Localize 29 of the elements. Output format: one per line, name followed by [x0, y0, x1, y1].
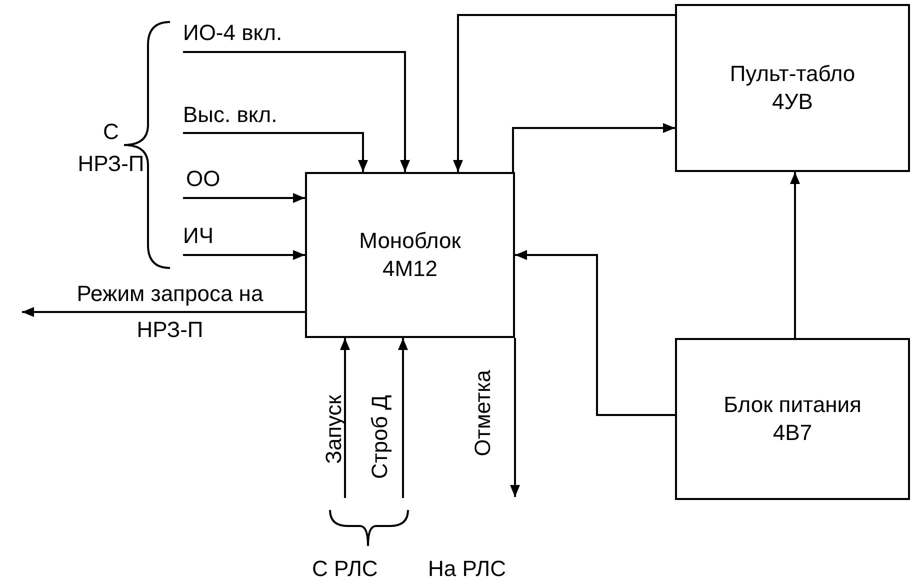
arrow	[22, 307, 305, 317]
signal-label: Строб Д	[367, 395, 393, 480]
signal-label: Выс. вкл.	[183, 102, 278, 128]
arrow	[398, 338, 408, 498]
arrow	[340, 338, 350, 498]
arrow	[510, 338, 520, 497]
unit-label: Моноблок 4М12	[358, 227, 462, 283]
unit-box	[305, 172, 515, 338]
signal-label: Отметка	[470, 370, 496, 456]
signal-label: Запуск	[321, 395, 347, 464]
unit-box	[675, 4, 910, 172]
arrow	[515, 250, 675, 416]
arrow	[512, 123, 675, 172]
unit-box	[675, 338, 910, 500]
arrow	[790, 172, 800, 338]
signal-label: Режим запроса на НРЗ-П	[76, 280, 264, 344]
arrow	[453, 14, 675, 172]
unit-label: Блок питания 4В7	[722, 391, 862, 447]
source-label: С РЛС	[312, 556, 378, 582]
arrow	[183, 250, 305, 260]
arrow	[183, 193, 305, 203]
arrow	[183, 51, 410, 172]
unit-label: Пульт-табло 4УВ	[728, 60, 856, 116]
signal-label: ИЧ	[183, 223, 214, 249]
arrow	[183, 132, 368, 172]
source-label: С НРЗ-П	[76, 118, 146, 178]
signal-label: ИО-4 вкл.	[183, 20, 282, 46]
source-label: На РЛС	[428, 556, 506, 582]
signal-label: ОО	[186, 166, 220, 192]
